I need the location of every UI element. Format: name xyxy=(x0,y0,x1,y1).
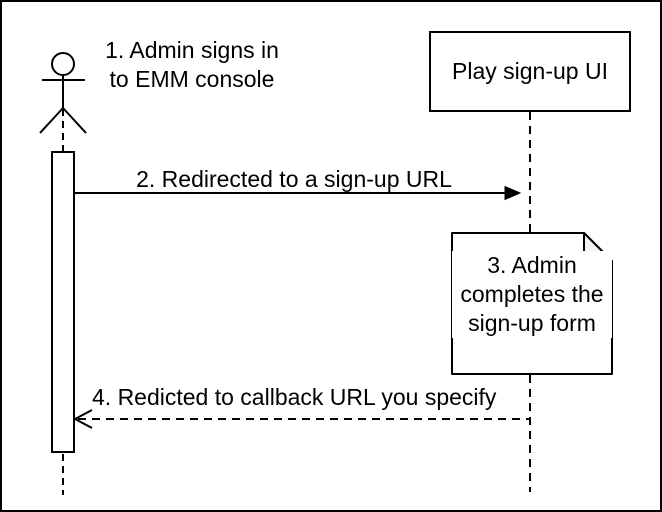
actor-icon xyxy=(39,52,87,151)
play-signup-box xyxy=(429,31,631,112)
message-4-arrowhead-lower xyxy=(74,418,93,429)
note-label-line2: completes the xyxy=(452,280,612,309)
actor-label-line1: 1. Admin signs in xyxy=(105,37,279,63)
message-2-arrowhead-icon xyxy=(504,185,522,201)
actor-head xyxy=(51,52,75,76)
actor-leg-right xyxy=(62,107,87,134)
actor-label-line2: to EMM console xyxy=(109,66,275,92)
activation-bar xyxy=(51,151,75,453)
actor-label: 1. Admin signs in to EMM console xyxy=(82,36,302,94)
note-label: 3. Admin completes the sign-up form xyxy=(452,251,612,338)
play-box-label: Play sign-up UI xyxy=(452,58,608,84)
note-label-line1: 3. Admin xyxy=(452,251,612,280)
message-4-label: 4. Redicted to callback URL you specify xyxy=(92,384,497,410)
message-2-arrow xyxy=(74,185,522,201)
message-2-label: 2. Redirected to a sign-up URL xyxy=(136,166,452,192)
note-label-line3: sign-up form xyxy=(452,309,612,338)
message-4-arrowhead-upper xyxy=(74,409,93,420)
actor-leg-left xyxy=(39,107,64,134)
message-4-arrow xyxy=(74,409,530,429)
